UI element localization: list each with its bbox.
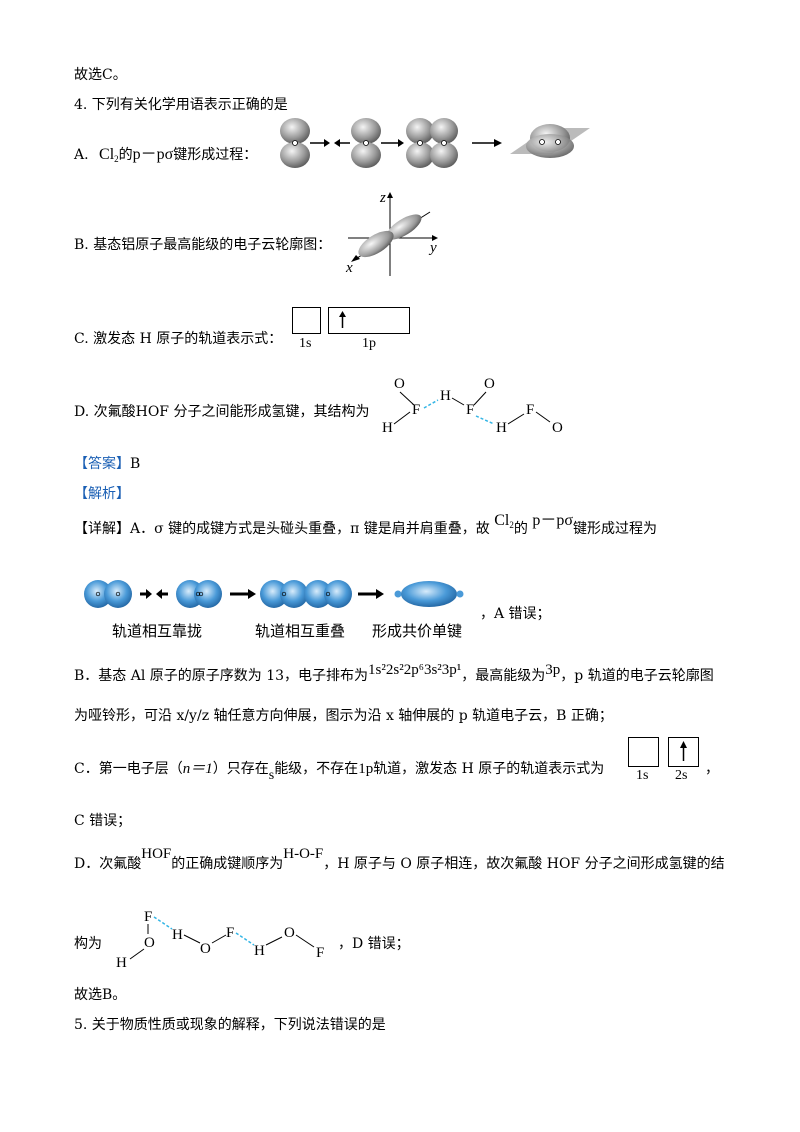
question-5-stem: 5. 关于物质性质或现象的解释，下列说法错误的是 [74,1017,386,1033]
fig-caption-approach: 轨道相互靠拢 [112,622,203,640]
option-a-label: A. Cl2的p－pσ键形成过程： [74,146,258,164]
conclusion-c: 故选C。 [74,67,127,83]
detail-c-comma: ， [705,761,719,777]
svg-text:O: O [394,376,405,392]
axis-z-label: z [379,190,386,206]
detail-orbital-box-1s [628,737,659,767]
axis-y-label: y [428,240,437,256]
svg-text:O: O [284,925,295,941]
detail-d-verdict: ，D 错误； [338,936,410,952]
svg-text:F: F [144,909,152,925]
option-b-label: B. 基态铝原子最高能级的电子云轮廓图： [74,237,332,253]
orbital-box-1s [292,307,321,334]
orbital-box-1p-1 [328,307,357,334]
svg-text:H: H [382,420,393,436]
svg-text:F: F [466,402,474,418]
option-d-label: D. 次氟酸HOF 分子之间能形成氢键，其结构为 [74,404,370,420]
svg-text:H: H [116,955,127,971]
label-1s: 1s [299,336,312,351]
detail-b-line-2: 为哑铃形，可沿 x/y/z 轴任意方向伸展，图示为沿 x 轴伸展的 p 轨道电子… [74,708,613,724]
answer-label: 【答案】 [74,456,130,472]
up-arrow-icon [680,741,687,761]
label-1p: 1p [362,336,376,351]
fig-caption-overlap: 轨道相互重叠 [255,622,346,640]
detail-a-verdict: ，A 错误； [480,606,551,622]
detail-orbital-box-2s [668,737,699,767]
svg-text:F: F [226,925,234,941]
answer-value: B [130,456,141,472]
svg-text:H: H [496,420,507,436]
svg-text:F: F [526,402,534,418]
conclusion-b: 故选B。 [74,987,127,1003]
svg-text:H: H [254,943,265,959]
question-4-stem: 4. 下列有关化学用语表示正确的是 [74,97,288,113]
svg-text:H: H [172,927,183,943]
answer-line: 【答案】B [74,455,140,473]
detail-d-line-1: D．次氟酸HOF的正确成键顺序为H-O-F，H 原子与 O 原子相连，故次氟酸 … [74,846,725,872]
svg-text:F: F [412,402,420,418]
svg-text:O: O [484,376,495,392]
orbital-box-1p-2 [355,307,383,334]
detail-label-1s: 1s [636,768,649,783]
option-b-p-orbital-figure: z y x [345,190,438,276]
option-d-structure: O F H H F O H F O [382,376,563,436]
detail-a-line: 【详解】A．σ 键的成键方式是头碰头重叠，π 键是肩并肩重叠，故 Cl2的 p－… [74,512,657,537]
detail-c-verdict: C 错误； [74,813,132,829]
svg-text:O: O [552,420,563,436]
up-arrow-icon [339,311,346,328]
detail-d-line-2: 构为 [74,936,102,952]
svg-text:F: F [316,945,324,961]
detail-c-line: C．第一电子层（n＝1）只存在s能级，不存在1p轨道，激发态 H 原子的轨道表示… [74,761,605,783]
svg-text:H: H [440,388,451,404]
detail-a-orbital-figure [84,580,464,608]
option-a-orbital-figure [280,118,590,168]
cl2-formula: Cl2 [99,146,119,164]
orbital-box-1p-3 [382,307,410,334]
axis-x-label: x [345,260,353,276]
svg-text:O: O [144,935,155,951]
svg-text:O: O [200,941,211,957]
analysis-label: 【解析】 [74,486,130,502]
detail-b-line-1: B．基态 Al 原子的原子序数为 13，电子排布为1s²2s²2p⁶3s²3p¹… [74,662,714,684]
detail-label-2s: 2s [675,768,688,783]
option-c-label: C. 激发态 H 原子的轨道表示式： [74,331,283,347]
fig-caption-single-bond: 形成共价单键 [372,622,463,640]
detail-d-structure: F O H H O F H O F [116,909,324,971]
